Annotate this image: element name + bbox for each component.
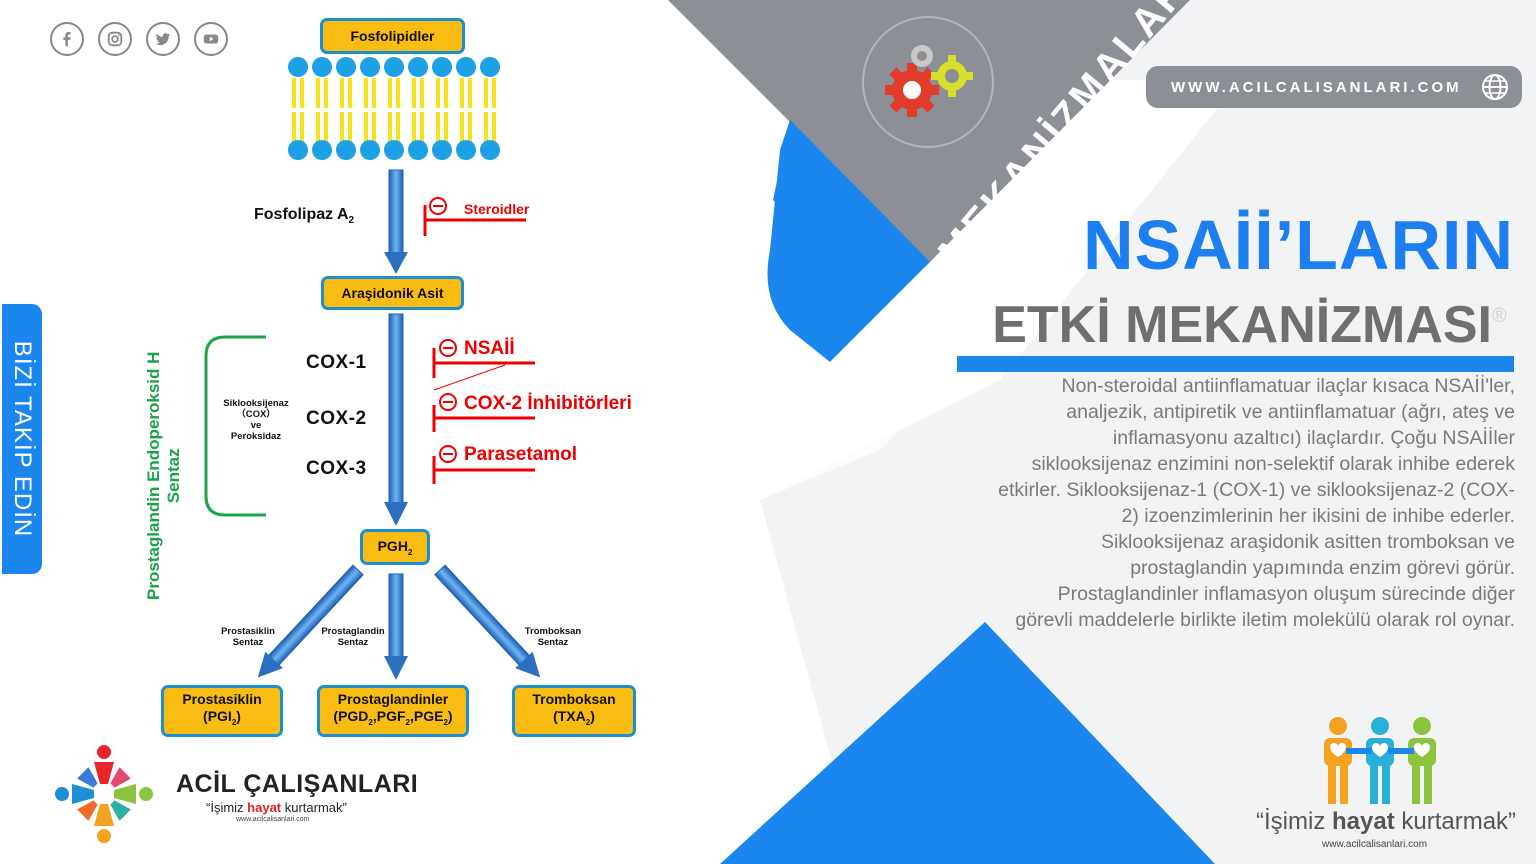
description-text: Non-steroidal antiinflamatuar ilaçlar kı…: [998, 375, 1515, 631]
phospholipid-bilayer: [288, 57, 500, 160]
arrow-pgh2-to-prostaglandinler: [384, 573, 408, 680]
right-slogan: “İşimiz hayat kurtarmak”: [1256, 808, 1517, 835]
social-links: [50, 22, 228, 56]
cox1-label: COX-1: [306, 352, 367, 373]
diagram-graphics: [204, 57, 541, 680]
arrow-arasidonik-to-pgh2: [384, 313, 408, 526]
pgh2-box: PGH2: [360, 529, 430, 565]
right-url: www.acilcalisanlari.com: [1322, 839, 1428, 850]
instagram-icon[interactable]: [98, 22, 132, 56]
prostaglandinler-box: Prostaglandinler (PGD2,PGF2,PGE2): [317, 685, 469, 737]
arrow-pgh2-to-prostasiklin: [257, 564, 364, 678]
people-logo-icon: [1324, 717, 1436, 804]
logo-url: www.acilcalisanlari.com: [236, 816, 310, 823]
fosfolipidler-box: Fosfolipidler: [320, 18, 465, 54]
cox2-inhibitor-label: COX-2 İnhibitörleri: [464, 393, 632, 414]
arrow-fosfolipid-to-arasidonik: [384, 169, 408, 274]
arrow-pgh2-to-tromboksan: [434, 564, 541, 678]
parasetamol-label: Parasetamol: [464, 444, 578, 465]
nsaii-inhibitor-label: NSAİİ: [464, 338, 515, 359]
cox3-label: COX-3: [306, 458, 367, 479]
registered-mark: ®: [1492, 305, 1507, 327]
title-underline-bar: [957, 356, 1514, 372]
nsaii-inhibition-mark: [432, 339, 535, 391]
cox-bracket: [204, 335, 266, 517]
cox2-label: COX-2: [306, 408, 367, 429]
logo-slogan: “İşimiz hayat kurtarmak”: [206, 800, 347, 815]
twitter-icon[interactable]: [146, 22, 180, 56]
follow-us-tab[interactable]: BİZİ TAKİP EDİN: [2, 304, 42, 574]
cox-group-label: Siklooksijenaz （COX） ve Peroksidaz: [223, 398, 289, 442]
prostaglandin-sentaz-label: Prostaglandin Endoperoksid H Sentaz: [144, 351, 183, 600]
website-url: WWW.ACILCALISANLARI.COM: [1171, 78, 1462, 96]
tromboksan-box: Tromboksan (TXA2): [512, 685, 636, 737]
arasidonik-asit-box: Araşidonik Asit: [321, 276, 464, 310]
acil-calisanlari-logo-icon: [55, 745, 153, 843]
logo-name: ACİL ÇALIŞANLARI: [176, 770, 419, 798]
facebook-icon[interactable]: [50, 22, 84, 56]
steroid-inhibition-mark: [423, 197, 526, 236]
prostasiklin-box: Prostasiklin (PGI2): [161, 685, 283, 737]
cox2-inhibition-mark: [432, 393, 535, 432]
globe-icon: [1482, 74, 1508, 100]
parasetamol-inhibition-mark: [432, 445, 535, 484]
arasidonik-label: Araşidonik Asit: [341, 285, 444, 301]
title-line2: ETKİ MEKANİZMASI: [992, 296, 1492, 354]
website-url-pill[interactable]: WWW.ACILCALISANLARI.COM: [1146, 66, 1522, 108]
fosfolipaz-label: Fosfolipaz A2: [254, 206, 355, 227]
steroidler-label: Steroidler: [464, 201, 530, 217]
fosfolipidler-label: Fosfolipidler: [350, 28, 435, 44]
gears-icon: [885, 45, 973, 117]
nsaid-pathway-diagram: Fosfolipidler Fosfolipaz A2 Steroidler A…: [0, 0, 700, 760]
gear-circle: [862, 16, 994, 148]
youtube-icon[interactable]: [194, 22, 228, 56]
title-line1: NSAİİ’LARIN: [1083, 206, 1514, 284]
